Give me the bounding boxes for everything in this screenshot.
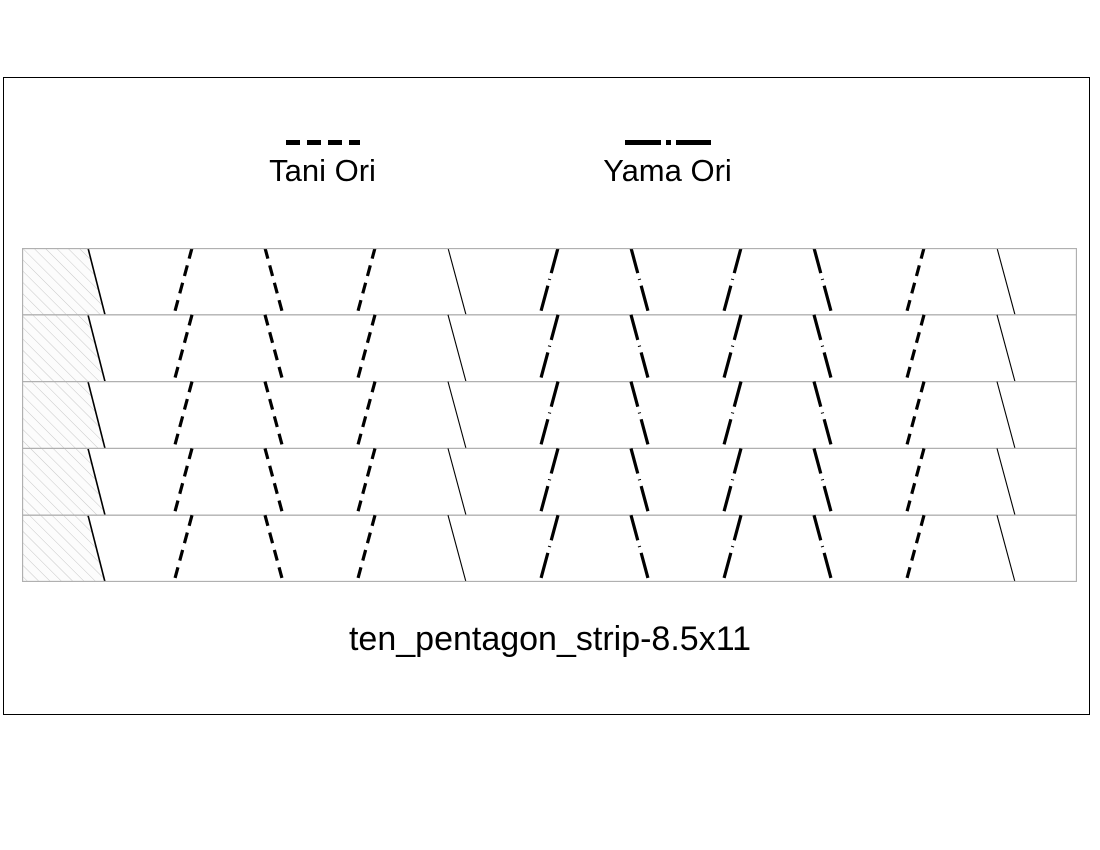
crease-line-yama	[538, 447, 560, 516]
crease-row	[22, 314, 1077, 383]
crease-line-tani	[355, 447, 377, 516]
strip-outline	[22, 248, 1077, 582]
crease-line-cut	[447, 314, 467, 382]
crease-line-yama	[812, 248, 834, 316]
crease-line-cut	[996, 515, 1016, 582]
crease-line-yama	[629, 447, 651, 516]
crease-row	[22, 447, 1077, 516]
crease-line-tani	[904, 314, 926, 383]
legend-sample-tani	[285, 130, 360, 152]
crease-pattern-svg	[22, 248, 1077, 582]
crease-row	[22, 514, 1077, 582]
crease-line-tani	[172, 381, 194, 449]
dash-dot-line-icon	[624, 140, 711, 145]
crease-line-cut	[996, 448, 1016, 516]
tab-cut-line	[87, 515, 106, 582]
crease-line-tani	[355, 381, 377, 449]
crease-line-tani	[904, 514, 926, 582]
crease-line-yama	[538, 248, 560, 316]
dashed-line-icon	[285, 140, 360, 145]
hatch-glue-tab	[22, 381, 105, 449]
legend-entry-tani-ori: Tani Ori	[215, 130, 430, 190]
crease-line-cut	[996, 314, 1016, 382]
crease-line-cut	[996, 381, 1016, 449]
crease-line-yama	[721, 248, 743, 316]
crease-line-tani	[904, 447, 926, 516]
legend-entry-yama-ori: Yama Ori	[560, 130, 775, 190]
crease-line-tani	[904, 381, 926, 449]
crease-line-yama	[629, 514, 651, 582]
crease-line-tani	[355, 248, 377, 316]
crease-line-cut	[447, 515, 467, 582]
crease-line-tani	[904, 248, 926, 316]
crease-line-tani	[263, 447, 285, 516]
crease-row	[22, 248, 1077, 316]
crease-line-cut	[996, 248, 1016, 315]
crease-line-tani	[263, 514, 285, 582]
legend-sample-yama	[624, 130, 711, 152]
crease-line-tani	[263, 248, 285, 316]
crease-line-yama	[721, 381, 743, 449]
crease-line-tani	[355, 514, 377, 582]
crease-line-yama	[812, 381, 834, 449]
hatch-glue-tab	[22, 248, 105, 315]
crease-rows	[22, 248, 1077, 582]
crease-line-yama	[538, 381, 560, 449]
crease-line-yama	[812, 314, 834, 383]
legend-label-tani: Tani Ori	[269, 153, 376, 188]
crease-line-yama	[629, 314, 651, 383]
page-caption: ten_pentagon_strip-8.5x11	[348, 620, 751, 658]
crease-line-tani	[263, 314, 285, 383]
hatch-glue-tab	[22, 448, 105, 516]
crease-line-cut	[447, 248, 467, 315]
crease-line-cut	[447, 448, 467, 516]
tab-cut-line	[87, 314, 106, 382]
page-border	[3, 77, 1090, 715]
crease-line-cut	[447, 381, 467, 449]
crease-row	[22, 380, 1077, 449]
crease-line-yama	[721, 447, 743, 516]
crease-line-tani	[172, 514, 194, 582]
crease-line-yama	[629, 248, 651, 316]
legend: Tani Ori Yama Ori	[0, 130, 1100, 225]
crease-line-yama	[629, 381, 651, 449]
hatch-glue-tab	[22, 314, 105, 382]
crease-line-tani	[172, 447, 194, 516]
crease-line-tani	[355, 314, 377, 383]
crease-line-yama	[812, 447, 834, 516]
crease-line-yama	[538, 314, 560, 383]
crease-line-yama	[721, 514, 743, 582]
crease-line-yama	[812, 514, 834, 582]
crease-line-yama	[721, 314, 743, 383]
crease-line-tani	[172, 248, 194, 316]
crease-line-tani	[172, 314, 194, 383]
hatch-glue-tab	[22, 515, 105, 582]
crease-pattern-strip	[22, 248, 1077, 582]
tab-cut-line	[87, 448, 106, 516]
tab-cut-line	[87, 381, 106, 449]
tab-cut-line	[87, 248, 106, 315]
crease-line-yama	[538, 514, 560, 582]
crease-line-tani	[263, 381, 285, 449]
legend-label-yama: Yama Ori	[603, 153, 732, 188]
